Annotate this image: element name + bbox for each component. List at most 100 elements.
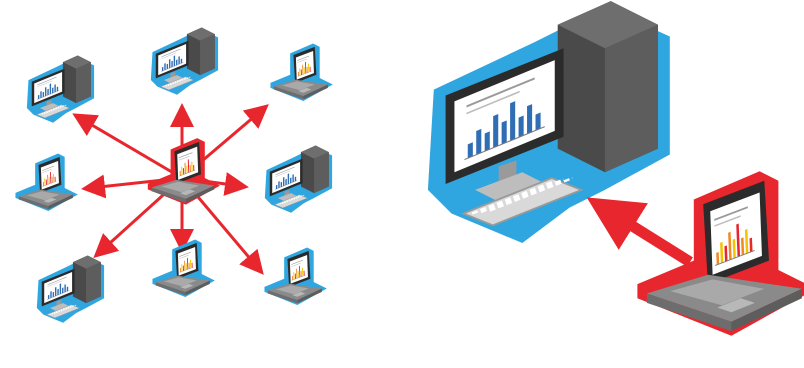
- screen-chart-bar: [300, 270, 302, 277]
- monitor-base: [39, 103, 60, 112]
- screen-chart-bar: [186, 257, 189, 270]
- screen-chart-bar: [37, 94, 40, 100]
- screen-chart-bar: [49, 171, 52, 184]
- screen-chart-axis: [297, 71, 312, 77]
- screen-chart-bar: [304, 61, 307, 74]
- tower-top: [557, 1, 658, 49]
- screen-chart-bar: [168, 58, 171, 69]
- laptop-icon: [152, 239, 215, 297]
- desktop-computer-icon: [427, 1, 670, 243]
- laptop-trackpad: [717, 298, 755, 313]
- screen-chart-bar: [296, 268, 298, 279]
- screen-chart-bar: [179, 267, 182, 273]
- screen-text-line: [179, 251, 192, 257]
- screen-chart-bar: [51, 176, 53, 183]
- keyboard: [274, 194, 309, 209]
- screen-text-line: [466, 77, 535, 108]
- screen-chart-bar: [744, 228, 749, 254]
- laptop-keyboard: [26, 191, 60, 201]
- screen-chart-bar: [59, 283, 62, 295]
- screen-chart-bar: [181, 264, 183, 272]
- screen-chart-bar: [40, 91, 42, 99]
- desktop-computer-icon: [150, 27, 219, 95]
- screen-chart-bar: [291, 275, 294, 281]
- keyboard-keys: [279, 194, 303, 205]
- peer-devices: [15, 27, 333, 323]
- arrow-icon: [586, 197, 693, 267]
- screen-text-line: [275, 166, 295, 176]
- keyboard-keys: [277, 195, 301, 205]
- screen-chart-bar: [287, 173, 290, 185]
- laptop-base-edge: [151, 187, 186, 203]
- monitor-chart: [161, 48, 184, 72]
- screen-text-line: [714, 206, 748, 221]
- screen-text-line: [291, 259, 304, 265]
- screen-chart-bar: [180, 58, 183, 64]
- screen-chart-bar: [191, 161, 193, 172]
- screen-chart-bar: [178, 56, 180, 65]
- laptop-base-side: [303, 84, 328, 100]
- screen-chart-bar: [179, 170, 181, 176]
- screen-chart-axis: [464, 126, 545, 161]
- screen-chart-bar: [527, 104, 533, 134]
- screen-chart-bar: [501, 120, 507, 145]
- screen-chart-bar: [64, 284, 66, 293]
- screen-chart-bar: [54, 176, 56, 182]
- keyboard-keys: [39, 105, 63, 115]
- screen-chart-bar: [52, 173, 55, 183]
- screen-chart-bar: [467, 142, 473, 159]
- laptop-screen: [295, 50, 314, 80]
- keyboard-keys: [163, 77, 187, 87]
- screen-text-line: [37, 76, 57, 86]
- monitor-base: [49, 303, 70, 312]
- keyboard-keys: [489, 177, 573, 212]
- screen-chart-bar: [54, 84, 56, 93]
- transfer-scene: [427, 1, 804, 336]
- screen-chart-axis: [179, 169, 196, 177]
- laptop-base-edge: [267, 290, 298, 304]
- screen-text-line: [161, 52, 177, 60]
- screen-chart-bar: [299, 68, 301, 76]
- screen-chart-bar: [275, 184, 278, 190]
- screen-text-line: [47, 276, 67, 286]
- screen-text-line: [47, 280, 63, 288]
- screen-chart-bar: [47, 174, 49, 185]
- screen-chart-axis: [179, 267, 194, 273]
- laptop-chart: [297, 55, 312, 77]
- screen-chart-bar: [749, 237, 753, 253]
- monitor-chart: [464, 77, 545, 161]
- keyboard-keys: [51, 304, 75, 315]
- screen-chart-bar: [50, 291, 52, 299]
- laptop-chart: [179, 251, 194, 273]
- screen-chart-bar: [724, 245, 728, 262]
- monitor-base: [163, 75, 184, 84]
- screen-chart-bar: [297, 71, 300, 77]
- monitor-base: [475, 172, 546, 202]
- screen-chart-bar: [732, 238, 736, 259]
- monitor-chart: [275, 166, 298, 190]
- screen-chart-bar: [297, 271, 299, 279]
- screen-chart-bar: [191, 262, 193, 268]
- screen-chart-bar: [306, 66, 308, 73]
- screen-chart-bar: [176, 59, 178, 66]
- screen-chart-bar: [66, 286, 69, 292]
- screen-chart-bar: [181, 166, 183, 176]
- desktop-computer-icon: [264, 145, 333, 213]
- laptop-screen: [289, 254, 308, 284]
- screen-chart-bar: [518, 115, 524, 138]
- screen-chart-bar: [184, 260, 186, 271]
- screen-chart-bar: [493, 114, 499, 148]
- keyboard-keys: [167, 76, 192, 87]
- screen-chart-axis: [715, 250, 755, 266]
- screen-chart-axis: [37, 90, 60, 100]
- screen-chart-bar: [44, 86, 47, 97]
- keyboard-keys: [165, 76, 189, 87]
- screen-chart-bar: [535, 112, 541, 131]
- laptop-screen: [710, 192, 762, 275]
- screen-chart-bar: [189, 259, 192, 269]
- screen-chart-bar: [307, 63, 310, 73]
- screen-chart-bar: [184, 162, 186, 175]
- screen-chart-bar: [290, 177, 292, 184]
- laptop-icon: [15, 153, 78, 211]
